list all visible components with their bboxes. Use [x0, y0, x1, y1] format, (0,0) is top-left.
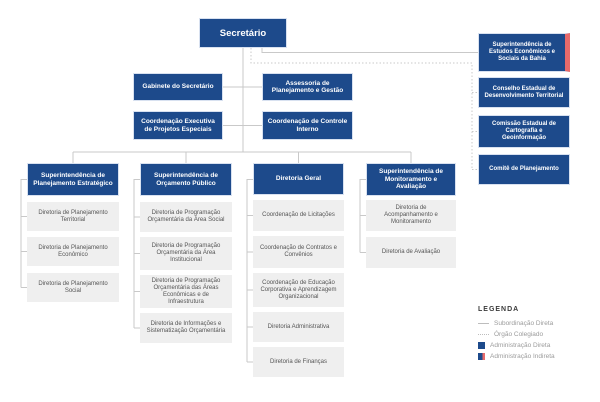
legend-item-orgao-colegiado: Órgão Colegiado — [478, 331, 590, 338]
node-diretoria-avaliacao: Diretoria de Avaliação — [366, 237, 456, 268]
node-gabinete-do-secretario: Gabinete do Secretário — [133, 73, 223, 101]
node-diretoria-prog-orcamentaria-areas-economicas-infraestrutura: Diretoria de Programação Orçamentária da… — [140, 275, 232, 308]
node-diretoria-informacoes-sistematizacao-orcamentaria: Diretoria de Informações e Sistematizaçã… — [140, 313, 232, 343]
node-diretoria-planejamento-social: Diretoria de Planejamento Social — [27, 273, 119, 302]
legend-title: LEGENDA — [478, 306, 520, 313]
node-secretario: Secretário — [199, 18, 287, 48]
node-comite-planejamento: Comitê de Planejamento — [478, 154, 570, 185]
node-sup-estudos-economicos-sociais-bahia: Superintendência de Estudos Econômicos e… — [478, 33, 570, 72]
node-comissao-estadual-cartografia-geoinformacao: Comissão Estadual de Cartografia e Geoin… — [478, 115, 570, 148]
node-diretoria-financas: Diretoria de Finanças — [253, 347, 344, 377]
solid-line-swatch — [478, 323, 489, 324]
blue-square-swatch — [478, 342, 485, 349]
dotted-colegiado-lines — [250, 48, 478, 170]
node-diretoria-acompanhamento-monitoramento: Diretoria de Acompanhamento e Monitorame… — [366, 200, 456, 231]
legend-item-subordinacao-direta: Subordinação Direta — [478, 320, 590, 327]
legend-item-administracao-indireta: Administração Indireta — [478, 353, 590, 360]
node-coordenacao-educacao-corporativa: Coordenação de Educação Corporativa e Ap… — [253, 273, 344, 307]
node-diretoria-geral: Diretoria Geral — [253, 163, 344, 195]
node-sup-orcamento-publico: Superintendência de Orçamento Público — [140, 163, 232, 196]
node-coordenacao-contratos-convenios: Coordenação de Contratos e Convênios — [253, 236, 344, 268]
node-coordenacao-controle-interno: Coordenação de Controle Interno — [262, 111, 353, 140]
legend-item-administracao-direta: Administração Direta — [478, 342, 590, 349]
node-diretoria-planejamento-territorial: Diretoria de Planejamento Territorial — [27, 202, 119, 231]
node-coordenacao-licitacoes: Coordenação de Licitações — [253, 200, 344, 231]
node-diretoria-prog-orcamentaria-area-institucional: Diretoria de Programação Orçamentária da… — [140, 237, 232, 270]
dotted-line-swatch — [478, 334, 489, 335]
blue-red-square-swatch — [478, 353, 485, 360]
node-diretoria-administrativa: Diretoria Administrativa — [253, 312, 344, 342]
solid-subordination-lines — [20, 48, 478, 363]
node-diretoria-planejamento-economico: Diretoria de Planejamento Econômico — [27, 237, 119, 266]
node-coordenacao-executiva-projetos-especiais: Coordenação Executiva de Projetos Especi… — [133, 111, 223, 140]
legend: LEGENDA Subordinação Direta Órgão Colegi… — [478, 306, 590, 364]
node-assessoria-planejamento-gestao: Assessoria de Planejamento e Gestão — [262, 73, 353, 101]
node-sup-monitoramento-avaliacao: Superintendência de Monitoramento e Aval… — [366, 163, 456, 196]
node-diretoria-prog-orcamentaria-area-social: Diretoria de Programação Orçamentária da… — [140, 202, 232, 232]
node-sup-planejamento-estrategico: Superintendência de Planejamento Estraté… — [27, 163, 119, 196]
node-conselho-estadual-desenvolvimento-territorial: Conselho Estadual de Desenvolvimento Ter… — [478, 77, 570, 108]
